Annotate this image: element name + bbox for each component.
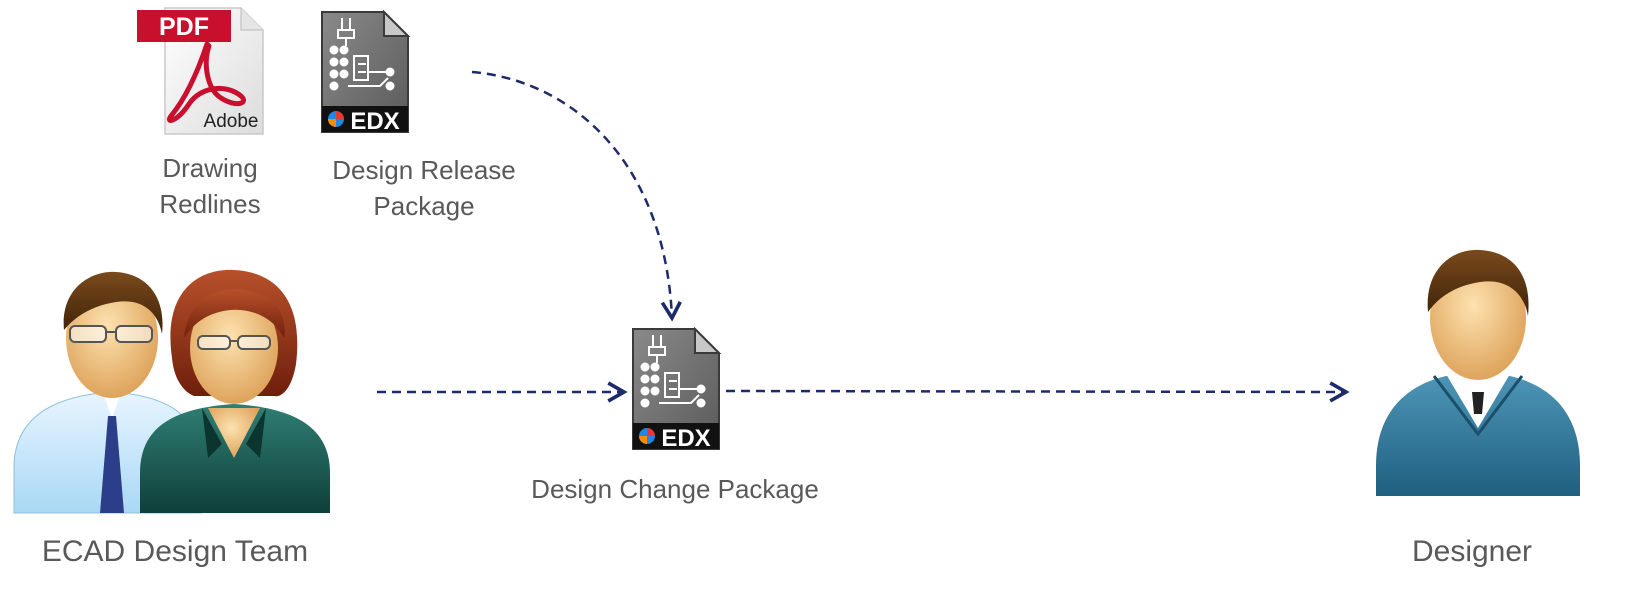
pdf-document-icon: PDF Adobe	[137, 7, 264, 135]
drawing-redlines-label: Drawing Redlines	[130, 150, 290, 222]
release-to-change-arrow	[471, 70, 682, 322]
drawing-redlines-line1: Drawing	[162, 153, 258, 183]
change-to-designer-arrow	[725, 381, 1350, 403]
pdf-badge: PDF	[159, 13, 209, 41]
adobe-wordmark: Adobe	[204, 111, 259, 132]
edx-brand: EDX	[661, 425, 710, 452]
ecad-design-team-label: ECAD Design Team	[41, 535, 309, 568]
designer-avatar-icon	[1376, 249, 1580, 496]
designer-label: Designer	[1411, 535, 1533, 568]
edx-release-package-icon: EDX	[321, 9, 411, 135]
design-team-avatar-icon	[13, 269, 330, 514]
design-release-package-label: Design Release Package	[310, 152, 538, 224]
drawing-redlines-line2: Redlines	[159, 189, 261, 219]
design-change-package-label: Design Change Package	[531, 474, 819, 504]
edx-change-package-icon: EDX	[632, 326, 722, 452]
release-package-line2: Package	[373, 191, 475, 221]
edx-brand: EDX	[350, 108, 399, 135]
release-package-line1: Design Release	[332, 155, 516, 185]
